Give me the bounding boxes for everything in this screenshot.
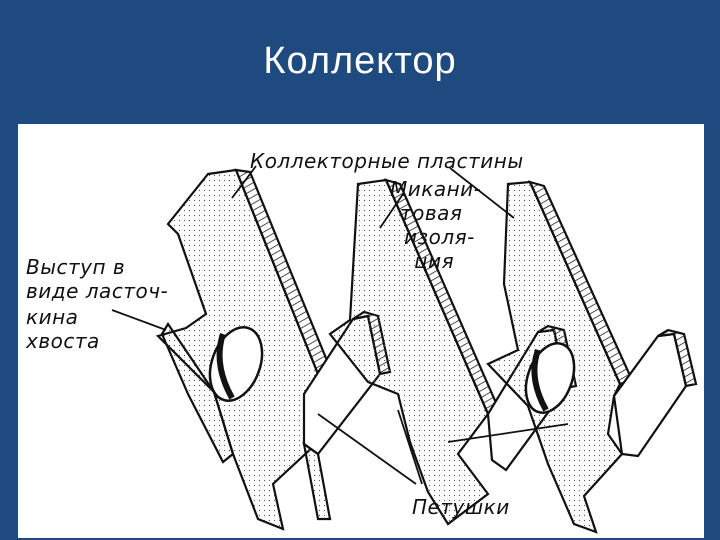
label-commutator-plates: Коллекторные пластины — [250, 149, 524, 173]
label-dovetail-2: виде ласточ- — [26, 279, 169, 303]
commutator-drawing — [111, 165, 698, 534]
commutator-plate-2 — [328, 178, 502, 526]
riser-3 — [612, 328, 698, 458]
label-risers: Петушки — [412, 495, 510, 519]
label-mica-insulation-1: Микани- — [390, 177, 482, 201]
label-dovetail-4: хвоста — [26, 329, 100, 353]
leader-lines — [111, 165, 569, 485]
label-dovetail-1: Выступ в — [26, 255, 126, 279]
label-mica-insulation-4: ция — [414, 249, 455, 273]
label-mica-insulation-2: товая — [400, 201, 463, 225]
label-dovetail-3: кина — [26, 305, 79, 329]
label-mica-insulation-3: изоля- — [404, 225, 475, 249]
commutator-figure: Коллекторные пластины Микани- товая изол… — [18, 124, 704, 538]
slide-title: Коллектор — [263, 40, 457, 82]
